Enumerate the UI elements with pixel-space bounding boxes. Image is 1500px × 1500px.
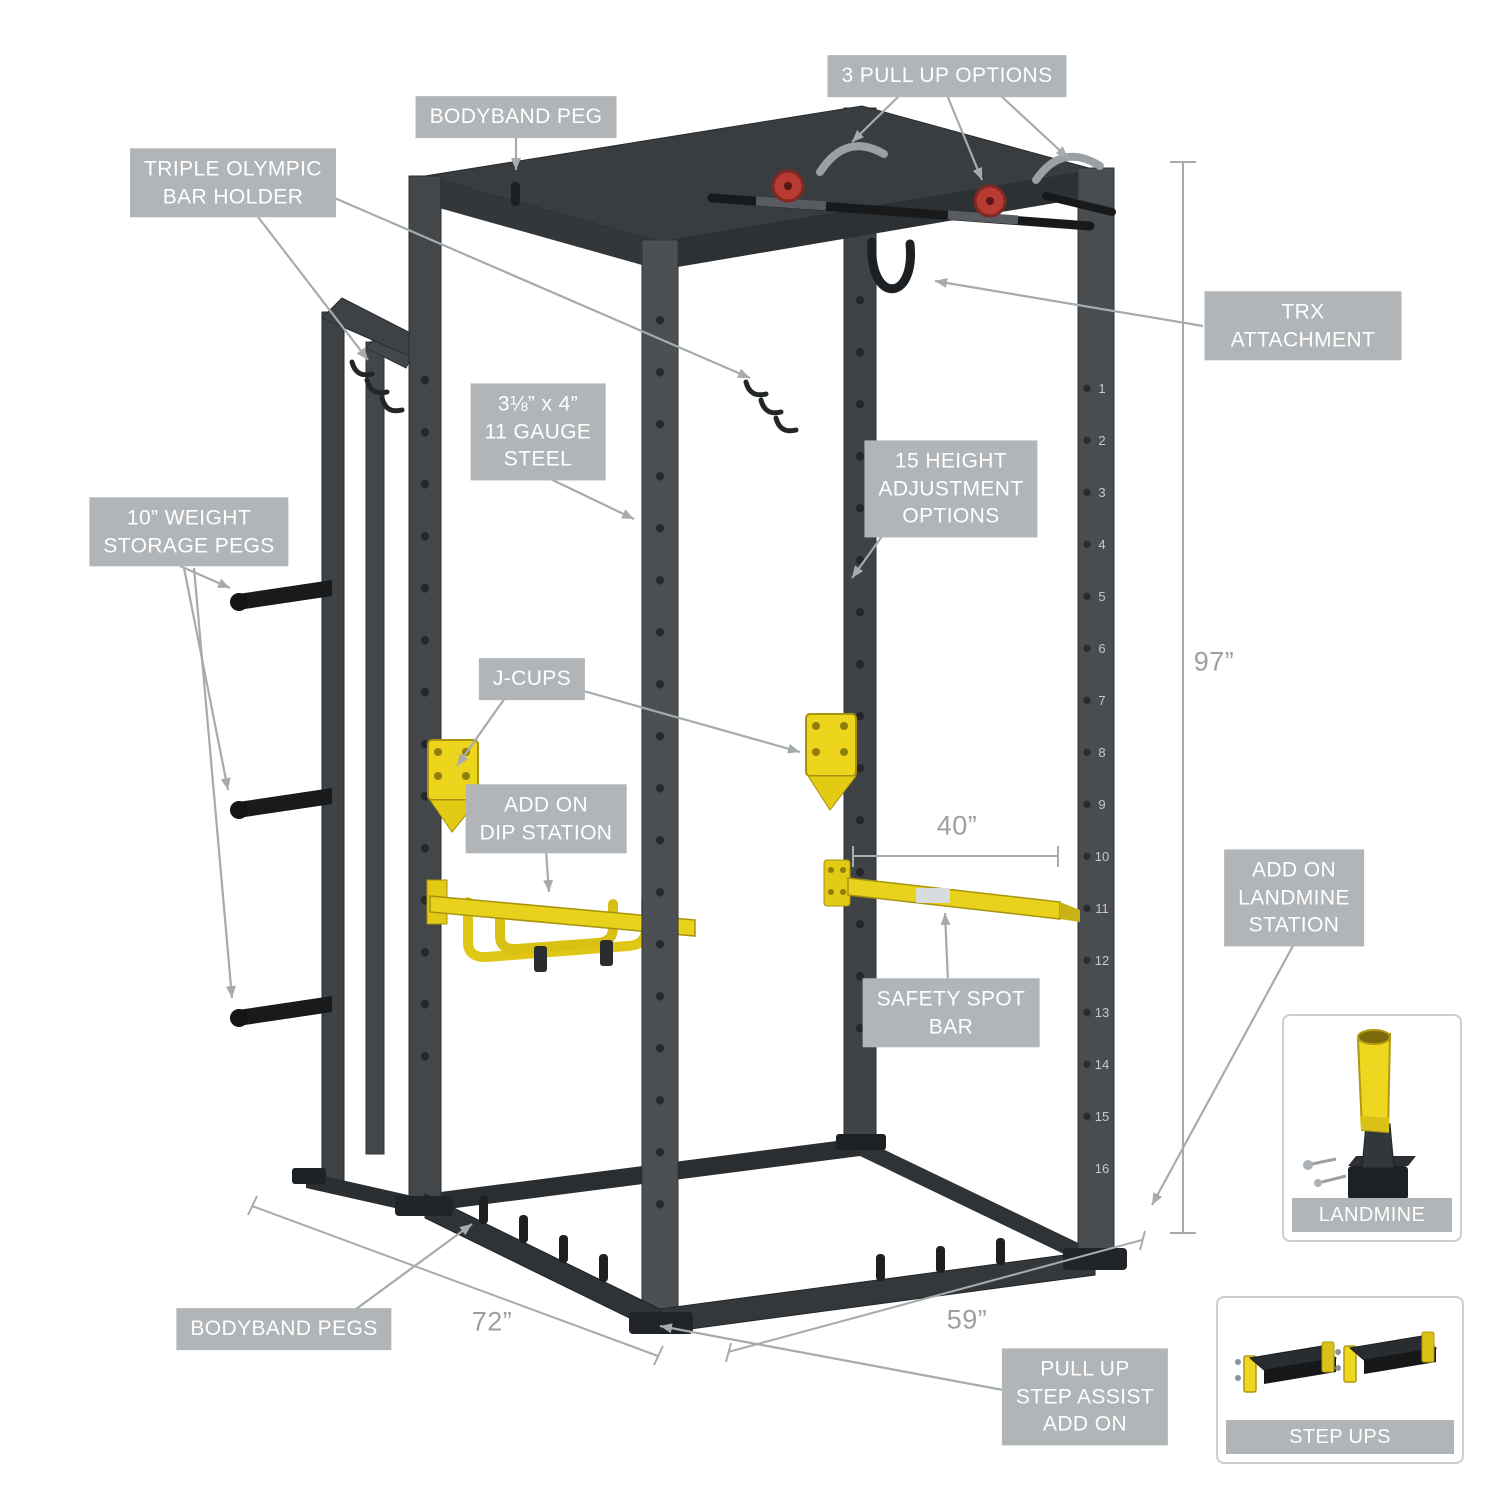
- callout-arrows: [179, 94, 1295, 1392]
- curved-handle: [816, 142, 888, 176]
- callout-bodyband-peg: BODYBAND PEG: [415, 96, 617, 138]
- rear-left-post: [408, 175, 442, 1207]
- rung-number: 7: [1098, 693, 1105, 708]
- weight-storage-pegs: [230, 580, 332, 1027]
- rung-number: 1: [1098, 381, 1105, 396]
- callout-j-cups: J-CUPS: [478, 658, 586, 700]
- rung-number: 14: [1095, 1057, 1109, 1072]
- step-ups-inset: STEP UPS: [1216, 1296, 1464, 1464]
- dimension-inner-width: 40”: [936, 810, 978, 841]
- callout-landmine-station: ADD ON LANDMINE STATION: [1224, 849, 1364, 947]
- bar-holder-hooks-center: [743, 379, 799, 434]
- callout-trx-attachment: TRX ATTACHMENT: [1204, 291, 1402, 361]
- callout-gauge-steel: 3⅛” x 4” 11 GAUGE STEEL: [470, 383, 606, 481]
- bar-holder-hooks-left: [349, 359, 405, 414]
- rung-number: 9: [1098, 797, 1105, 812]
- step-ups-inset-caption: STEP UPS: [1226, 1420, 1454, 1454]
- front-post: [641, 239, 679, 1321]
- dimension-width: 59”: [946, 1304, 988, 1335]
- callout-triple-olympic-bar-holder: TRIPLE OLYMPIC BAR HOLDER: [130, 148, 336, 218]
- j-cup-right: [805, 713, 858, 811]
- rung-number: 8: [1098, 745, 1105, 760]
- rung-number: 16: [1095, 1161, 1109, 1176]
- landmine-inset: LANDMINE: [1282, 1014, 1462, 1242]
- bodyband-peg-top: [511, 182, 520, 206]
- rung-number: 6: [1098, 641, 1105, 656]
- safety-spot-bar: [823, 859, 1080, 922]
- trx-attachment-loop: [867, 237, 915, 294]
- rung-number: 11: [1095, 901, 1109, 916]
- rung-number: 2: [1098, 433, 1105, 448]
- dimension-lines: [247, 161, 1196, 1366]
- rung-number: 15: [1095, 1109, 1109, 1124]
- rung-number: 4: [1098, 537, 1105, 552]
- rear-post: [843, 107, 877, 1151]
- callout-pull-up-step-assist: PULL UP STEP ASSIST ADD ON: [1001, 1348, 1169, 1446]
- landmine-inset-caption: LANDMINE: [1292, 1198, 1452, 1232]
- landmine-illustration: [1303, 1029, 1416, 1200]
- rung-number: 10: [1095, 849, 1109, 864]
- callout-dip-station: ADD ON DIP STATION: [465, 784, 627, 854]
- rung-number: 12: [1095, 953, 1109, 968]
- callout-bodyband-pegs: BODYBAND PEGS: [176, 1308, 392, 1350]
- callout-height-adjustment: 15 HEIGHT ADJUSTMENT OPTIONS: [864, 440, 1038, 538]
- rung-number: 3: [1098, 485, 1105, 500]
- rung-number: 5: [1098, 589, 1105, 604]
- callout-safety-spot-bar: SAFETY SPOT BAR: [862, 978, 1040, 1048]
- callout-weight-storage-pegs: 10” WEIGHT STORAGE PEGS: [89, 497, 289, 567]
- right-post: 1 2 3 4 5 6 7 8 9 10 11 12 13 14 15 16: [1077, 167, 1115, 1265]
- dimension-height: 97”: [1193, 646, 1235, 677]
- dimension-depth: 72”: [471, 1306, 513, 1337]
- step-ups-illustration: [1235, 1331, 1438, 1393]
- bodyband-pegs-base: [479, 1196, 1005, 1282]
- rung-number: 13: [1095, 1005, 1109, 1020]
- callout-pull-up-options: 3 PULL UP OPTIONS: [827, 55, 1067, 97]
